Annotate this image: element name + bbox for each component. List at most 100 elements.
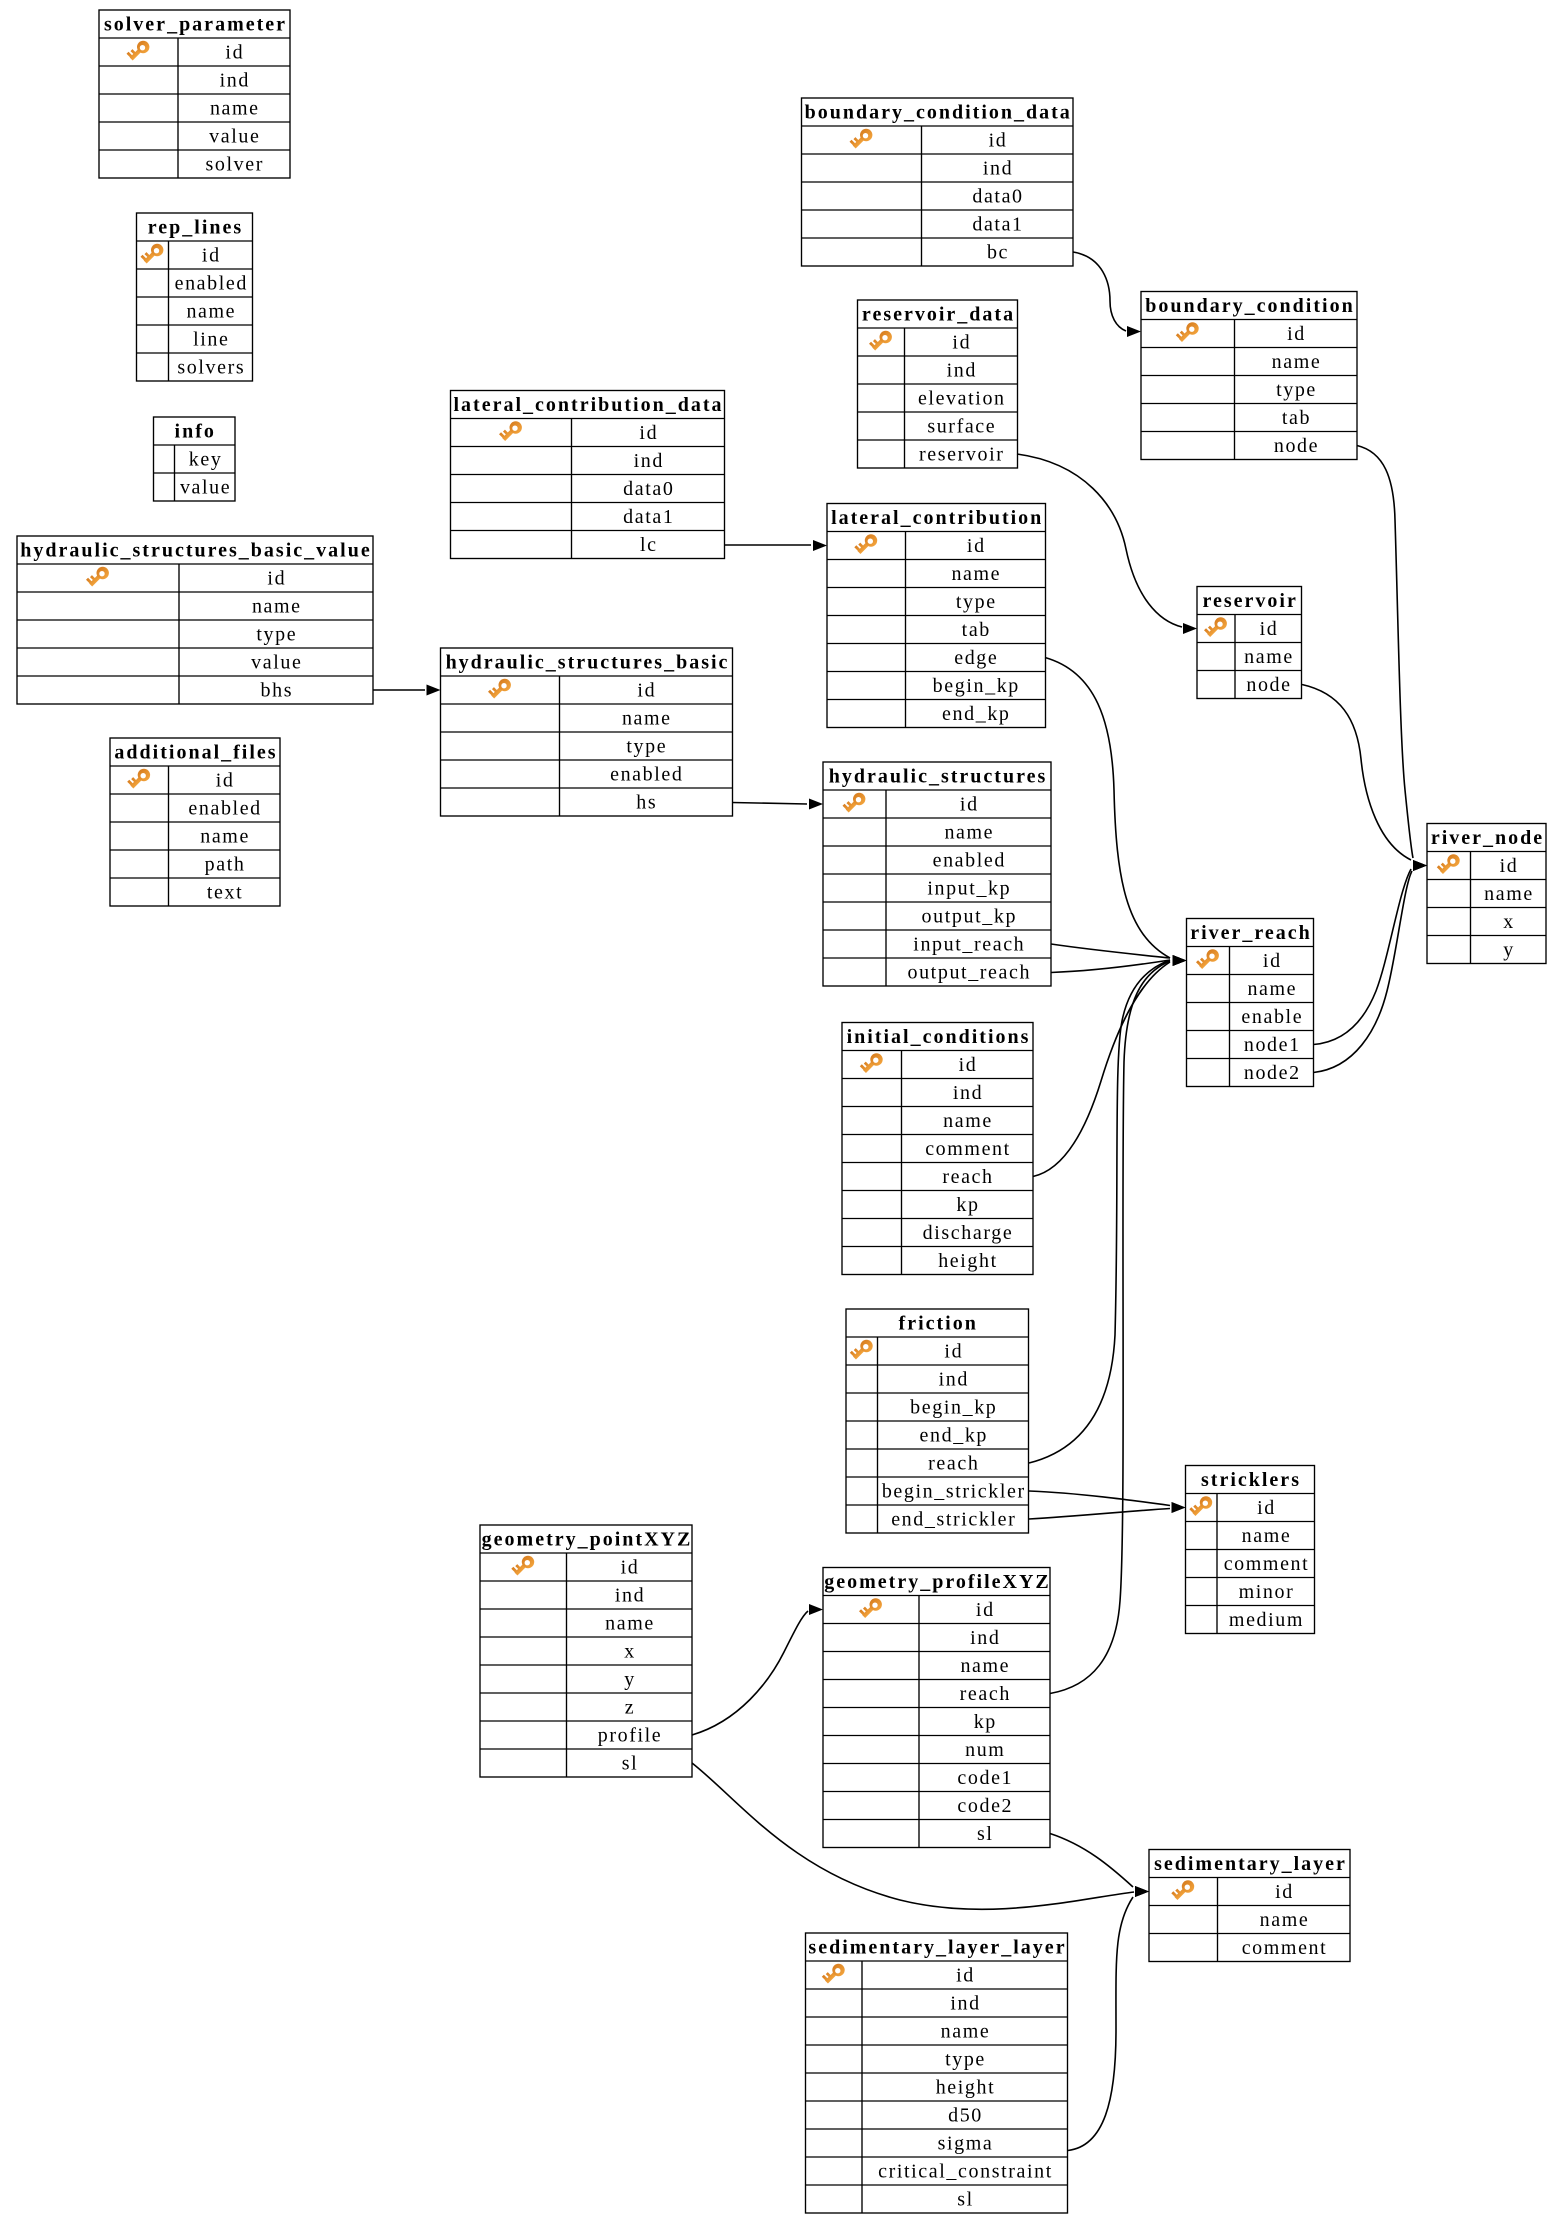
svg-text:id: id [1260,618,1279,640]
svg-text:edge: edge [954,647,998,669]
svg-text:type: type [256,624,297,646]
svg-text:key: key [189,449,223,471]
svg-text:code2: code2 [957,1795,1013,1817]
svg-text:kp: kp [956,1194,979,1216]
svg-text:kp: kp [974,1711,997,1733]
svg-text:id: id [1275,1881,1294,1903]
svg-text:type: type [626,736,667,758]
svg-text:hydraulic_structures_basic_val: hydraulic_structures_basic_value [20,540,371,562]
svg-text:type: type [1276,379,1317,401]
svg-text:name: name [941,2021,991,2043]
svg-text:id: id [1287,323,1306,345]
svg-text:sl: sl [957,2189,974,2211]
svg-text:medium: medium [1229,1609,1304,1631]
svg-text:name: name [943,1110,993,1132]
svg-text:end_kp: end_kp [920,1425,988,1447]
svg-text:sedimentary_layer_layer: sedimentary_layer_layer [808,1937,1066,1959]
svg-text:name: name [210,98,260,120]
svg-text:begin_strickler: begin_strickler [882,1481,1026,1503]
svg-text:enabled: enabled [188,798,261,820]
svg-text:river_node: river_node [1431,827,1544,849]
svg-text:id: id [1257,1497,1276,1519]
svg-text:z: z [625,1697,635,1719]
svg-text:sedimentary_layer: sedimentary_layer [1154,1853,1347,1875]
svg-text:minor: minor [1239,1581,1295,1603]
svg-text:id: id [960,794,979,816]
svg-text:line: line [193,329,229,351]
svg-text:reservoir: reservoir [919,444,1004,466]
svg-text:name: name [622,708,672,730]
svg-text:name: name [200,826,250,848]
svg-text:solver_parameter: solver_parameter [104,14,287,36]
svg-text:lateral_contribution: lateral_contribution [831,507,1043,529]
svg-text:id: id [959,1054,978,1076]
svg-text:ind: ind [220,70,250,92]
svg-text:comment: comment [1224,1553,1310,1575]
svg-text:id: id [952,332,971,354]
svg-text:reservoir: reservoir [1203,590,1298,612]
svg-text:name: name [1242,1525,1292,1547]
svg-text:input_kp: input_kp [927,878,1011,900]
svg-text:ind: ind [983,158,1013,180]
svg-text:ind: ind [615,1585,645,1607]
svg-text:boundary_condition: boundary_condition [1145,295,1354,317]
svg-text:bc: bc [987,242,1009,264]
svg-text:reach: reach [928,1453,979,1475]
svg-text:code1: code1 [957,1767,1013,1789]
svg-text:elevation: elevation [918,388,1006,410]
svg-text:value: value [251,652,302,674]
svg-text:lc: lc [640,534,658,556]
svg-text:output_reach: output_reach [907,962,1031,984]
svg-text:type: type [945,2049,986,2071]
svg-text:x: x [1503,911,1515,933]
svg-text:id: id [967,535,986,557]
svg-text:id: id [989,130,1008,152]
svg-text:end_kp: end_kp [942,703,1010,725]
svg-text:height: height [936,2077,996,2099]
svg-text:id: id [216,770,235,792]
svg-text:surface: surface [927,416,996,438]
svg-text:end_strickler: end_strickler [891,1509,1016,1531]
svg-text:name: name [186,301,236,323]
svg-text:y: y [624,1669,636,1691]
svg-text:text: text [207,882,243,904]
svg-text:river_reach: river_reach [1190,922,1312,944]
svg-text:name: name [951,563,1001,585]
svg-text:begin_kp: begin_kp [933,675,1020,697]
svg-text:name: name [605,1613,655,1635]
svg-text:ind: ind [947,360,977,382]
svg-text:comment: comment [1242,1937,1328,1959]
svg-text:enabled: enabled [933,850,1006,872]
svg-text:enable: enable [1241,1006,1303,1028]
svg-text:type: type [956,591,997,613]
svg-text:ind: ind [634,450,664,472]
svg-text:sl: sl [977,1823,994,1845]
svg-text:node: node [1274,435,1319,457]
svg-text:ind: ind [950,1993,980,2015]
svg-text:height: height [938,1250,998,1272]
svg-text:profile: profile [598,1725,663,1747]
svg-text:name: name [944,822,994,844]
svg-text:id: id [639,422,658,444]
svg-text:id: id [1263,950,1282,972]
svg-text:id: id [621,1557,640,1579]
svg-text:id: id [976,1599,995,1621]
svg-text:enabled: enabled [175,273,248,295]
svg-text:data1: data1 [623,506,674,528]
svg-text:comment: comment [925,1138,1011,1160]
svg-text:reach: reach [960,1683,1011,1705]
svg-text:reservoir_data: reservoir_data [862,304,1015,326]
svg-text:solvers: solvers [177,357,245,379]
svg-text:name: name [1247,978,1297,1000]
svg-text:x: x [624,1641,636,1663]
svg-text:name: name [252,596,302,618]
svg-text:value: value [180,477,231,499]
svg-text:id: id [267,568,286,590]
svg-text:ind: ind [970,1627,1000,1649]
svg-text:data1: data1 [972,214,1023,236]
svg-text:id: id [202,245,221,267]
svg-text:hydraulic_structures_basic: hydraulic_structures_basic [446,652,730,674]
svg-text:info: info [175,421,216,443]
svg-text:hs: hs [636,792,657,814]
svg-text:stricklers: stricklers [1201,1469,1301,1491]
